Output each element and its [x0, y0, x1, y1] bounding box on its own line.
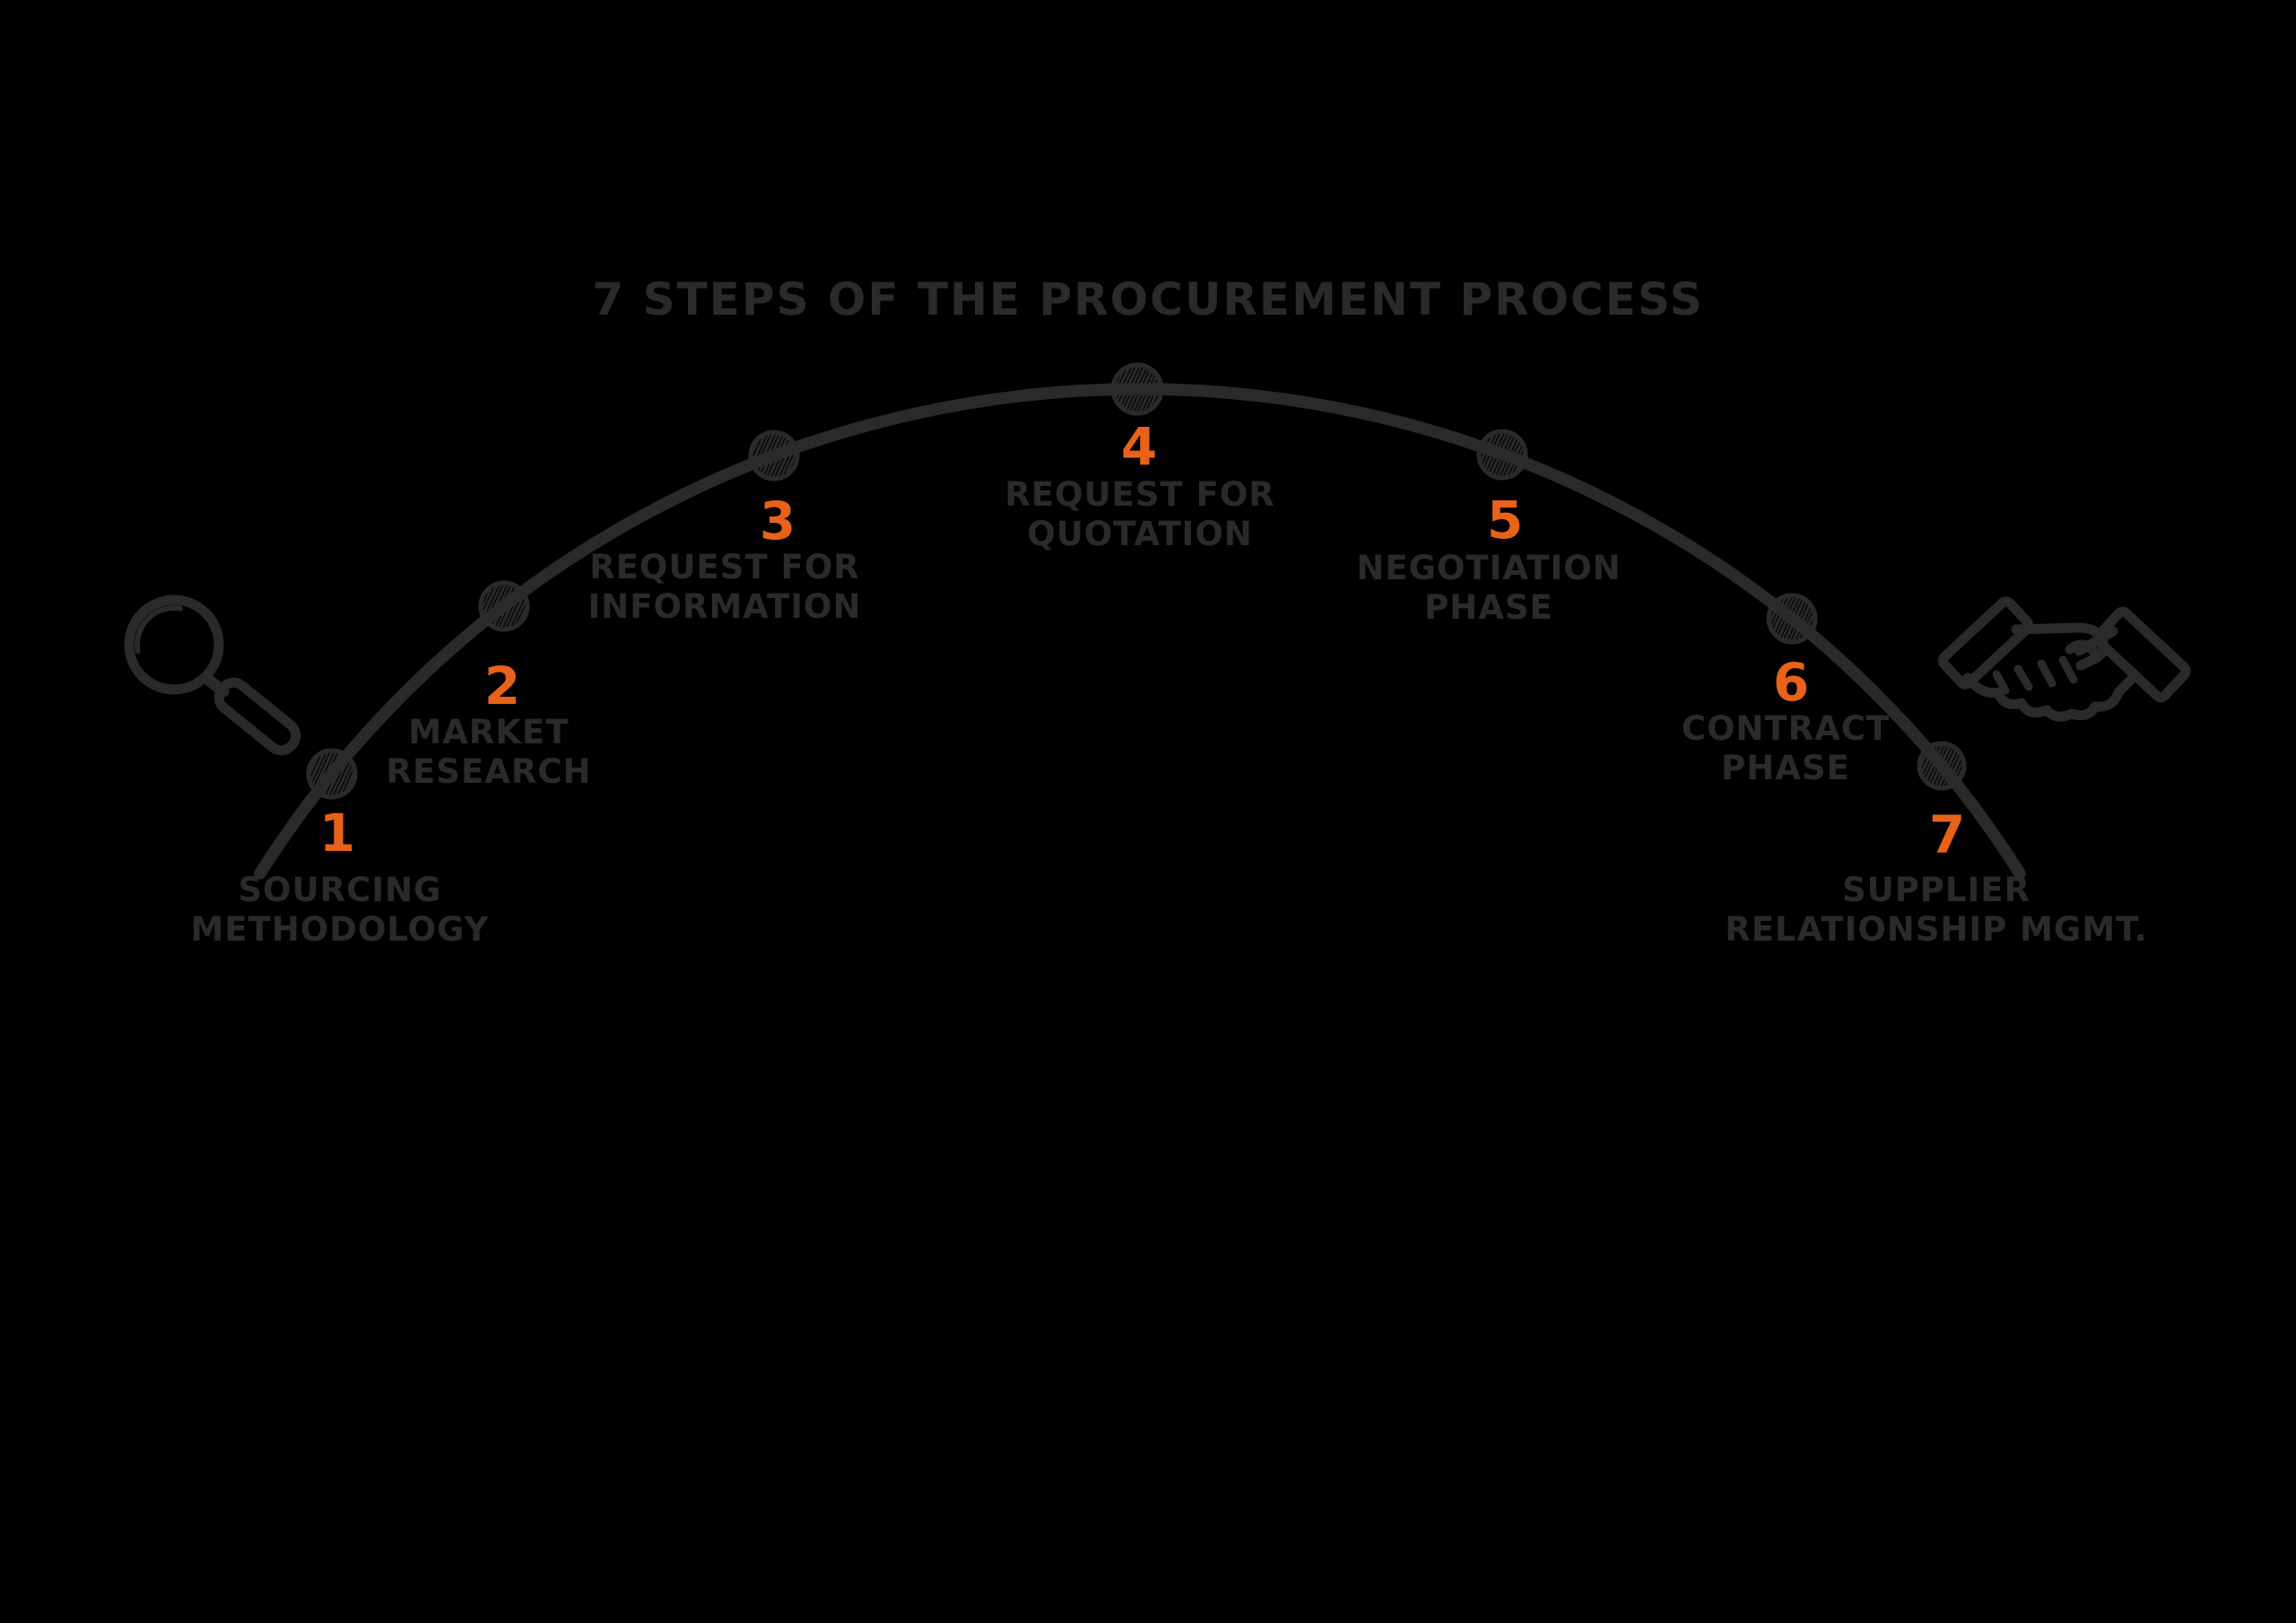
step-6-number: 6 [1772, 652, 1810, 713]
step-1-number: 1 [318, 803, 356, 864]
step-6-label: CONTRACT PHASE [1681, 709, 1891, 787]
step-4-number: 4 [1120, 416, 1158, 477]
step-2-number: 2 [483, 655, 521, 716]
step-7-label: SUPPLIER RELATIONSHIP MGMT. [1725, 871, 2148, 949]
step-5-label: NEGOTIATION PHASE [1356, 549, 1622, 627]
step-node-5 [1476, 429, 1528, 481]
step-node-6 [1766, 593, 1818, 645]
handshake-icon [1937, 596, 2191, 722]
step-3-number: 3 [759, 490, 796, 551]
step-node-4 [1110, 362, 1164, 416]
step-node-1 [306, 748, 358, 800]
step-7-number: 7 [1928, 804, 1966, 865]
step-4-label: REQUEST FOR QUOTATION [1004, 475, 1275, 553]
step-3-label: REQUEST FOR INFORMATION [587, 548, 862, 626]
magnifying-glass-icon [124, 595, 301, 756]
step-5-number: 5 [1486, 490, 1524, 551]
step-2-label: MARKET RESEARCH [386, 713, 592, 791]
step-node-2 [478, 580, 530, 632]
step-1-label: SOURCING METHODOLOGY [190, 871, 490, 949]
step-node-7 [1917, 741, 1967, 791]
step-node-3 [748, 430, 800, 482]
diagram-title: 7 STEPS OF THE PROCUREMENT PROCESS [592, 273, 1704, 325]
